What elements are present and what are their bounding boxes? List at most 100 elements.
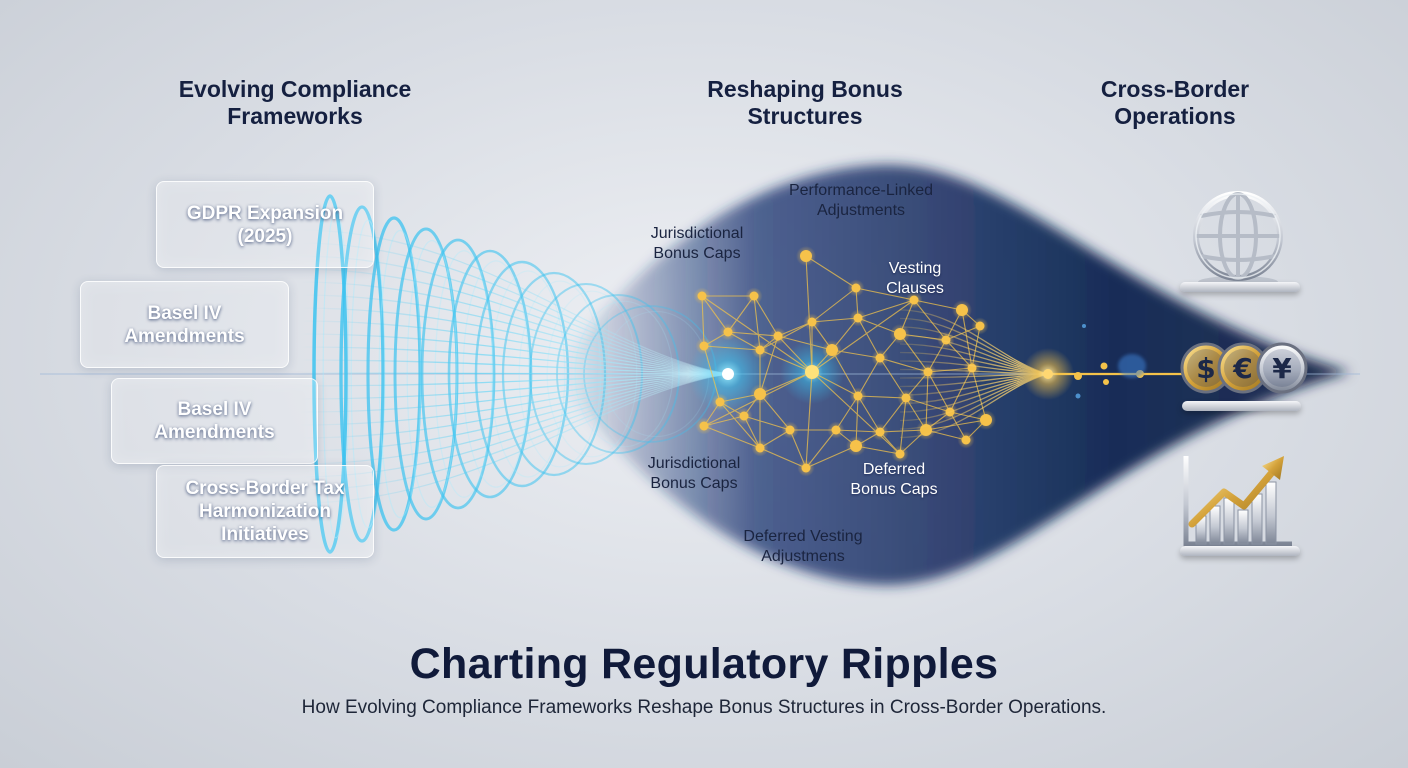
heading-bonus-structures: Reshaping Bonus Structures: [707, 76, 903, 129]
network-node: [807, 317, 817, 327]
gold-particle: [1100, 362, 1108, 370]
network-node: [875, 353, 885, 363]
network-spoke: [811, 371, 901, 455]
growth-bar: [1209, 505, 1221, 545]
label-deferred-vesting: Deferred Vesting Adjustmens: [743, 528, 863, 565]
gold-particle: [1074, 372, 1082, 380]
network-link: [753, 295, 761, 351]
network-node: [749, 291, 759, 301]
network-link: [703, 345, 761, 351]
blue-beam: [299, 346, 729, 375]
currency-symbol-2: ¥: [1272, 352, 1292, 385]
blue-beam: [299, 373, 729, 452]
subtitle: How Evolving Compliance Frameworks Resha…: [301, 697, 1107, 718]
growth-chart-icon: [1183, 456, 1292, 547]
network-node: [895, 449, 905, 459]
growth-bar: [1251, 493, 1263, 545]
main-title: Charting Regulatory Ripples: [409, 640, 999, 688]
label-deferred-bonus-caps: Deferred Bonus Caps: [850, 461, 938, 498]
network-node: [851, 283, 861, 293]
network-node: [941, 335, 951, 345]
blue-beam: [299, 333, 729, 375]
blue-beam: [299, 373, 729, 491]
gold-particle: [1103, 379, 1109, 385]
blue-beam: [299, 373, 729, 504]
label-jurisdictional-upper: Jurisdictional Bonus Caps: [650, 225, 744, 262]
network-link: [759, 335, 779, 395]
framework-card-basel-1: Basel IV Amendments: [80, 281, 289, 368]
label-jurisdictional-lower: Jurisdictional Bonus Caps: [647, 455, 741, 492]
network-node: [755, 443, 765, 453]
growth-bar: [1223, 497, 1235, 545]
network-node: [961, 435, 971, 445]
network-node: [715, 397, 725, 407]
framework-card-gdpr: GDPR Expansion (2025): [156, 181, 374, 268]
chart-shelf: [1180, 546, 1300, 556]
globe-icon: [1193, 191, 1283, 288]
bonus-network: [693, 246, 996, 477]
growth-bar: [1237, 509, 1249, 545]
network-link: [703, 425, 761, 449]
network-spoke: [805, 255, 813, 373]
network-node: [853, 391, 863, 401]
heading-compliance-frameworks: Evolving Compliance Frameworks: [178, 76, 412, 129]
network-node: [739, 411, 749, 421]
label-vesting-clauses: Vesting Clauses: [886, 260, 944, 297]
network-link: [719, 401, 761, 449]
blue-beam: [299, 281, 729, 375]
network-node: [909, 295, 919, 305]
network-node: [723, 327, 733, 337]
network-link: [759, 349, 813, 373]
network-node: [875, 427, 885, 437]
network-spoke: [811, 299, 915, 373]
label-performance-linked: Performance-Linked Adjustments: [788, 182, 934, 219]
network-node: [699, 421, 709, 431]
network-link: [703, 345, 721, 403]
network-link: [899, 397, 907, 455]
currency-symbol-1: €: [1232, 352, 1252, 385]
globe-shelf: [1180, 282, 1300, 292]
network-spoke: [701, 295, 813, 373]
framework-card-tax-harmonization: Cross-Border Tax Harmonization Initiativ…: [156, 465, 374, 558]
network-node: [826, 344, 838, 356]
network-hub-node: [805, 365, 819, 379]
network-node: [923, 367, 933, 377]
network-node: [800, 250, 812, 262]
network-link: [811, 371, 859, 397]
network-link: [925, 419, 987, 431]
network-link: [857, 299, 915, 319]
network-node: [850, 440, 862, 452]
network-node: [853, 313, 863, 323]
network-node: [697, 291, 707, 301]
framework-card-basel-2: Basel IV Amendments: [111, 378, 318, 464]
blue-beam: [299, 373, 729, 413]
network-node: [801, 463, 811, 473]
network-node: [901, 393, 911, 403]
network-spoke: [805, 371, 813, 469]
growth-bar: [1265, 481, 1277, 545]
blue-beam: [299, 373, 729, 426]
network-link: [811, 287, 857, 323]
blue-beam: [299, 242, 729, 375]
blue-beam: [299, 307, 729, 375]
network-node: [699, 341, 709, 351]
coins-shelf: [1182, 401, 1301, 411]
blue-beam: [299, 294, 729, 375]
currency-coins-icon: $ € ¥: [1180, 342, 1308, 394]
blue-beam: [299, 268, 729, 375]
dark-funnel-shape: [560, 164, 1350, 586]
heading-cross-border-operations: Cross-Border Operations: [1100, 76, 1250, 129]
currency-symbol-0: $: [1196, 352, 1215, 385]
blue-beam: [299, 320, 729, 375]
network-node: [831, 425, 841, 435]
blue-beam: [299, 373, 729, 439]
network-node: [956, 304, 968, 316]
network-node: [773, 331, 783, 341]
network-node: [754, 388, 766, 400]
network-node: [894, 328, 906, 340]
blue-beam: [299, 373, 729, 400]
network-node: [785, 425, 795, 435]
network-node: [980, 414, 992, 426]
network-node: [975, 321, 985, 331]
